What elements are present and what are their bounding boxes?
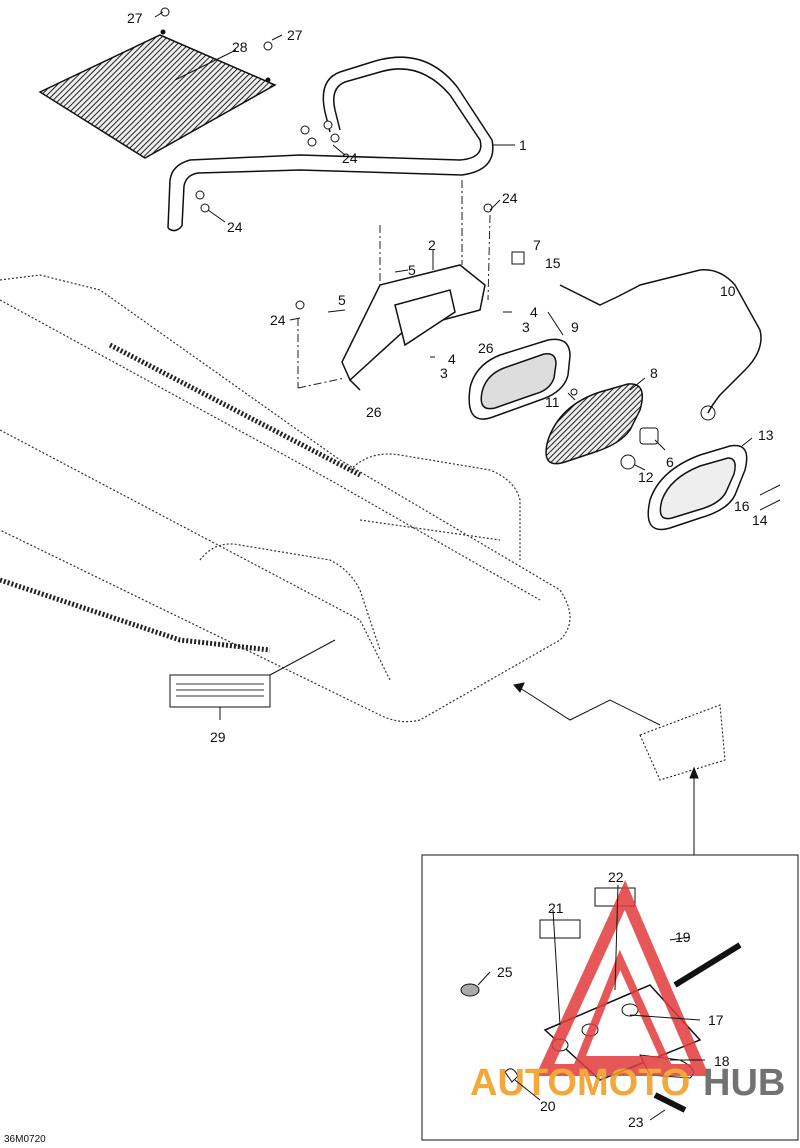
callout-27a: 27 bbox=[127, 10, 143, 26]
callout-25: 25 bbox=[497, 964, 513, 980]
callout-10: 10 bbox=[720, 283, 736, 299]
callout-7: 7 bbox=[533, 237, 541, 253]
callout-3b: 3 bbox=[440, 365, 448, 381]
callout-17: 17 bbox=[708, 1012, 724, 1028]
snowmobile-frame bbox=[0, 274, 571, 723]
callout-5b: 5 bbox=[338, 292, 346, 308]
callout-labels: 27 28 27 24 1 24 24 2 7 15 10 5 5 24 4 3… bbox=[127, 10, 774, 1130]
callout-14: 14 bbox=[752, 512, 768, 528]
callout-16: 16 bbox=[734, 498, 750, 514]
bolts-group bbox=[195, 120, 493, 310]
callout-28: 28 bbox=[232, 39, 248, 55]
callout-21: 21 bbox=[548, 900, 564, 916]
callout-3a: 3 bbox=[522, 319, 530, 335]
watermark-logo: AUTOMOTO HUB bbox=[470, 880, 785, 1104]
part-mat bbox=[38, 29, 277, 159]
callout-22: 22 bbox=[608, 869, 624, 885]
watermark-auto: AUTOMOTO bbox=[470, 1062, 690, 1104]
callout-4b: 4 bbox=[448, 351, 456, 367]
callout-13: 13 bbox=[758, 427, 774, 443]
callout-5a: 5 bbox=[408, 262, 416, 278]
part-red-lens bbox=[545, 383, 643, 465]
watermark-hub: HUB bbox=[703, 1062, 785, 1104]
callout-23: 23 bbox=[628, 1114, 644, 1130]
part-warning-label bbox=[169, 674, 271, 708]
callout-18: 18 bbox=[714, 1053, 730, 1069]
callout-19: 19 bbox=[675, 929, 691, 945]
document-id: 36M0720 bbox=[4, 1134, 46, 1145]
callout-9: 9 bbox=[571, 319, 579, 335]
part-lens-cover bbox=[647, 444, 748, 531]
part-bracket bbox=[341, 264, 486, 391]
part-hitch-assembly-small bbox=[639, 704, 726, 781]
callout-24a: 24 bbox=[342, 150, 358, 166]
callout-26b: 26 bbox=[366, 404, 382, 420]
callout-24d: 24 bbox=[270, 312, 286, 328]
callout-24b: 24 bbox=[227, 219, 243, 235]
part-grab-handle bbox=[167, 56, 494, 232]
callout-6: 6 bbox=[666, 454, 674, 470]
callout-1: 1 bbox=[519, 137, 527, 153]
callout-29: 29 bbox=[210, 729, 226, 745]
callout-20: 20 bbox=[540, 1098, 556, 1114]
callout-2: 2 bbox=[428, 237, 436, 253]
callout-4a: 4 bbox=[530, 304, 538, 320]
part-light-housing bbox=[468, 338, 571, 420]
callout-27b: 27 bbox=[287, 27, 303, 43]
callout-12: 12 bbox=[638, 469, 654, 485]
callout-8: 8 bbox=[650, 365, 658, 381]
callout-15: 15 bbox=[545, 255, 561, 271]
callout-24c: 24 bbox=[502, 190, 518, 206]
small-parts bbox=[511, 251, 716, 470]
leader-lines bbox=[154, 11, 781, 1121]
screw-fasteners bbox=[160, 7, 273, 51]
callout-26a: 26 bbox=[478, 340, 494, 356]
part-wire-harness bbox=[559, 269, 762, 414]
track-chain bbox=[0, 342, 362, 653]
callout-11: 11 bbox=[545, 394, 560, 410]
reference-arrows bbox=[513, 682, 699, 855]
